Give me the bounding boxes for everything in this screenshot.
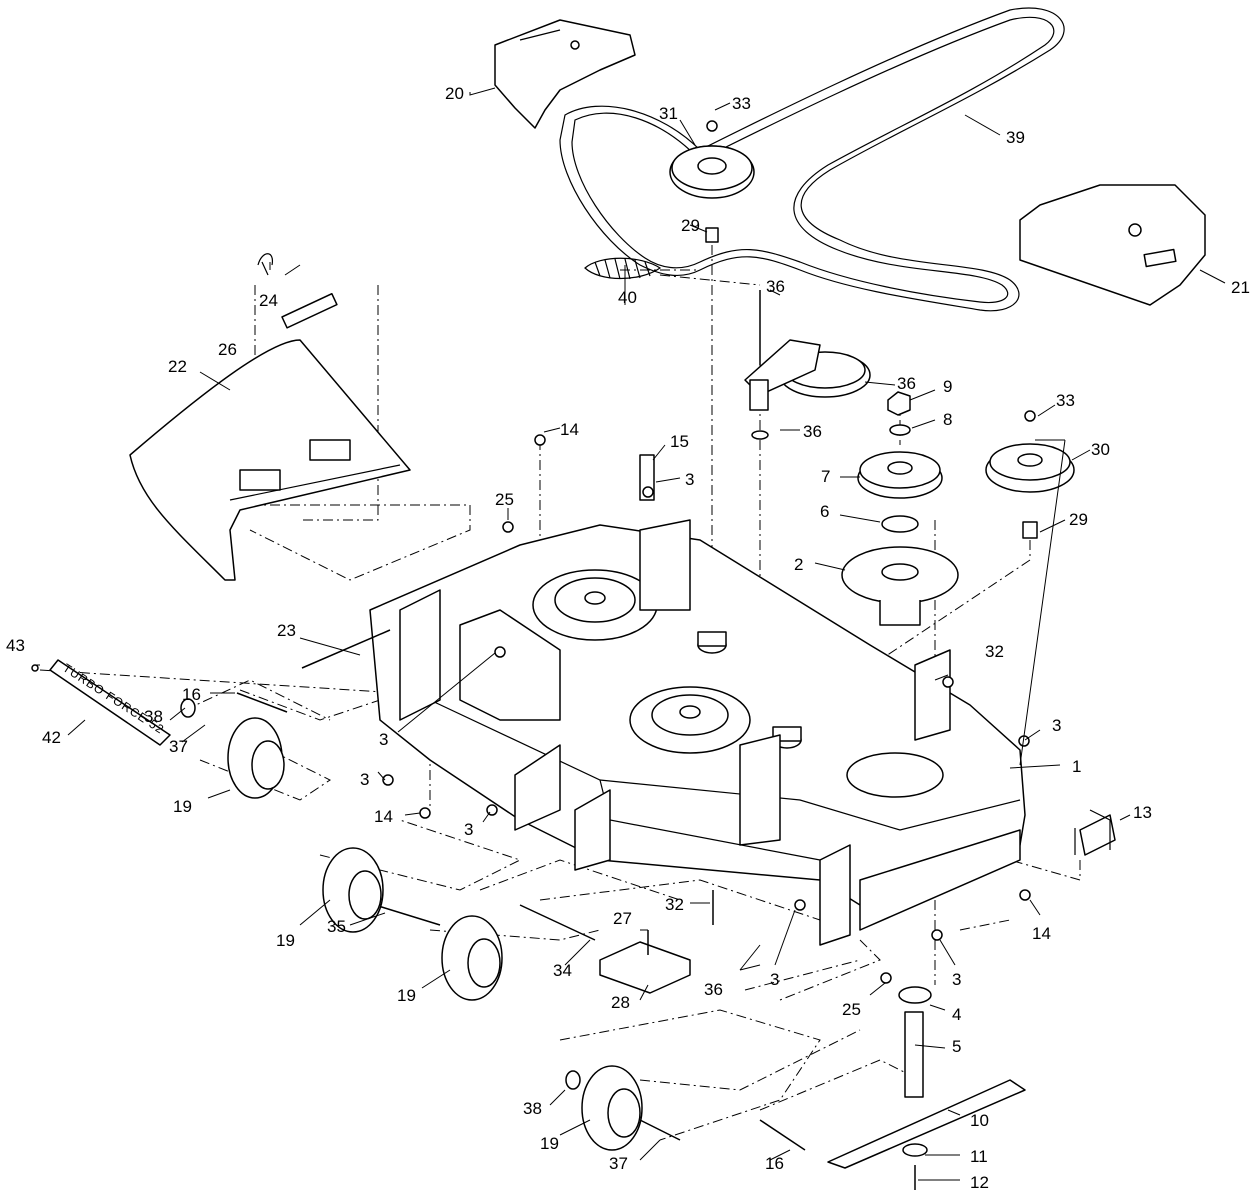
callout-24: 24 — [259, 291, 278, 310]
callout-29: 29 — [1069, 510, 1088, 529]
idler-assembly — [744, 290, 871, 440]
callout-14: 14 — [374, 807, 393, 826]
callout-3: 3 — [464, 820, 473, 839]
callout-25: 25 — [842, 1000, 861, 1019]
callout-42: 42 — [42, 728, 61, 747]
callout-31: 31 — [659, 104, 678, 123]
callout-36: 36 — [803, 422, 822, 441]
callout-14: 14 — [1032, 924, 1051, 943]
callout-36: 36 — [897, 374, 916, 393]
shafts — [236, 629, 806, 1151]
callout-22: 22 — [168, 357, 187, 376]
tension-spring — [584, 257, 662, 280]
discharge-deflector — [129, 253, 411, 581]
callout-1: 1 — [1072, 757, 1081, 776]
callout-7: 7 — [821, 467, 830, 486]
callout-3: 3 — [685, 470, 694, 489]
callout-30: 30 — [1091, 440, 1110, 459]
callout-12: 12 — [970, 1173, 989, 1192]
callout-3: 3 — [360, 770, 369, 789]
callout-3: 3 — [379, 730, 388, 749]
spindle-stack — [841, 391, 959, 626]
callout-leaders — [35, 87, 1226, 1181]
callout-19: 19 — [276, 931, 295, 950]
callout-14: 14 — [560, 420, 579, 439]
mower-deck-housing — [369, 519, 1026, 946]
callout-21: 21 — [1231, 278, 1250, 297]
callout-43: 43 — [6, 636, 25, 655]
callout-27: 27 — [613, 909, 632, 928]
callout-29: 29 — [681, 216, 700, 235]
callout-19: 19 — [540, 1134, 559, 1153]
callout-23: 23 — [277, 621, 296, 640]
callout-32: 32 — [985, 642, 1004, 661]
callout-16: 16 — [182, 685, 201, 704]
callout-33: 33 — [732, 94, 751, 113]
callout-38: 38 — [144, 707, 163, 726]
callout-6: 6 — [820, 502, 829, 521]
drive-belt — [559, 7, 1065, 312]
callout-8: 8 — [943, 410, 952, 429]
callout-39: 39 — [1006, 128, 1025, 147]
callout-37: 37 — [609, 1154, 628, 1173]
callout-5: 5 — [952, 1037, 961, 1056]
callout-35: 35 — [327, 917, 346, 936]
belt-cover-right — [1019, 184, 1206, 306]
belt-cover-left — [494, 19, 636, 129]
pulley-31 — [669, 120, 755, 243]
callout-20: 20 — [445, 84, 464, 103]
callout-19: 19 — [397, 986, 416, 1005]
callout-32: 32 — [665, 895, 684, 914]
callout-34: 34 — [553, 961, 572, 980]
callout-labels: 1 2 3 3 3 3 3 3 3 4 5 6 7 8 9 10 11 12 1… — [6, 84, 1250, 1192]
callout-26: 26 — [218, 340, 237, 359]
gauge-wheels — [180, 698, 643, 1151]
callout-25: 25 — [495, 490, 514, 509]
callout-10: 10 — [970, 1111, 989, 1130]
callout-19: 19 — [173, 797, 192, 816]
callout-36: 36 — [766, 277, 785, 296]
blade-assembly — [599, 809, 1111, 1190]
callout-3: 3 — [1052, 716, 1061, 735]
callout-40: 40 — [618, 288, 637, 307]
callout-15: 15 — [670, 432, 689, 451]
callout-11: 11 — [970, 1147, 988, 1166]
callout-16: 16 — [765, 1154, 784, 1173]
callout-13: 13 — [1133, 803, 1152, 822]
callout-37: 37 — [169, 737, 188, 756]
callout-36: 36 — [704, 980, 723, 999]
callout-28: 28 — [611, 993, 630, 1012]
callout-9: 9 — [943, 377, 952, 396]
callout-38: 38 — [523, 1099, 542, 1118]
hardware-fasteners — [382, 434, 1116, 984]
callout-4: 4 — [952, 1005, 961, 1024]
callout-3: 3 — [770, 970, 779, 989]
callout-3: 3 — [952, 970, 961, 989]
pulley-30 — [985, 410, 1075, 539]
callout-2: 2 — [794, 555, 803, 574]
callout-33: 33 — [1056, 391, 1075, 410]
